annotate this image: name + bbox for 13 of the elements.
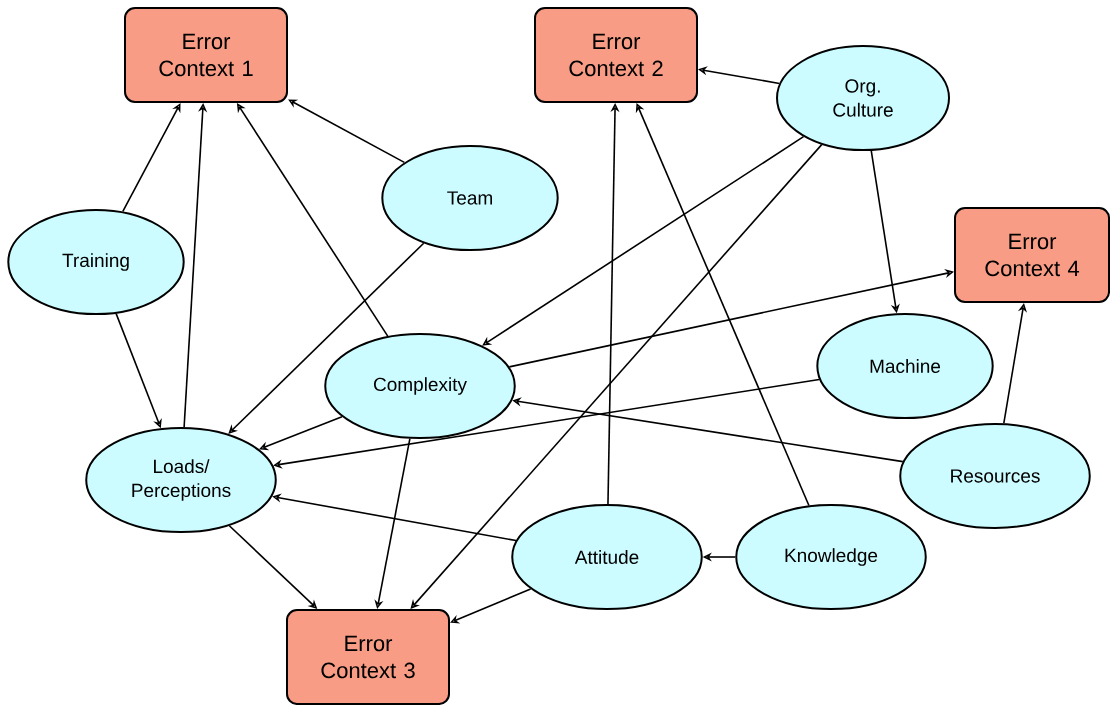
arrow [410, 143, 823, 609]
arrow [635, 103, 810, 507]
error-context-box: Error Context 2 [534, 7, 698, 103]
arrow [259, 415, 343, 451]
arrow [122, 103, 181, 213]
arrow [508, 269, 954, 368]
arrow [228, 242, 425, 434]
error-context-box: Error Context 3 [286, 609, 450, 705]
error-context-box: Error Context 1 [124, 7, 288, 103]
arrow [482, 135, 805, 346]
arrow [288, 99, 406, 164]
arrow [450, 588, 532, 624]
error-context-box: Error Context 4 [954, 207, 1110, 303]
